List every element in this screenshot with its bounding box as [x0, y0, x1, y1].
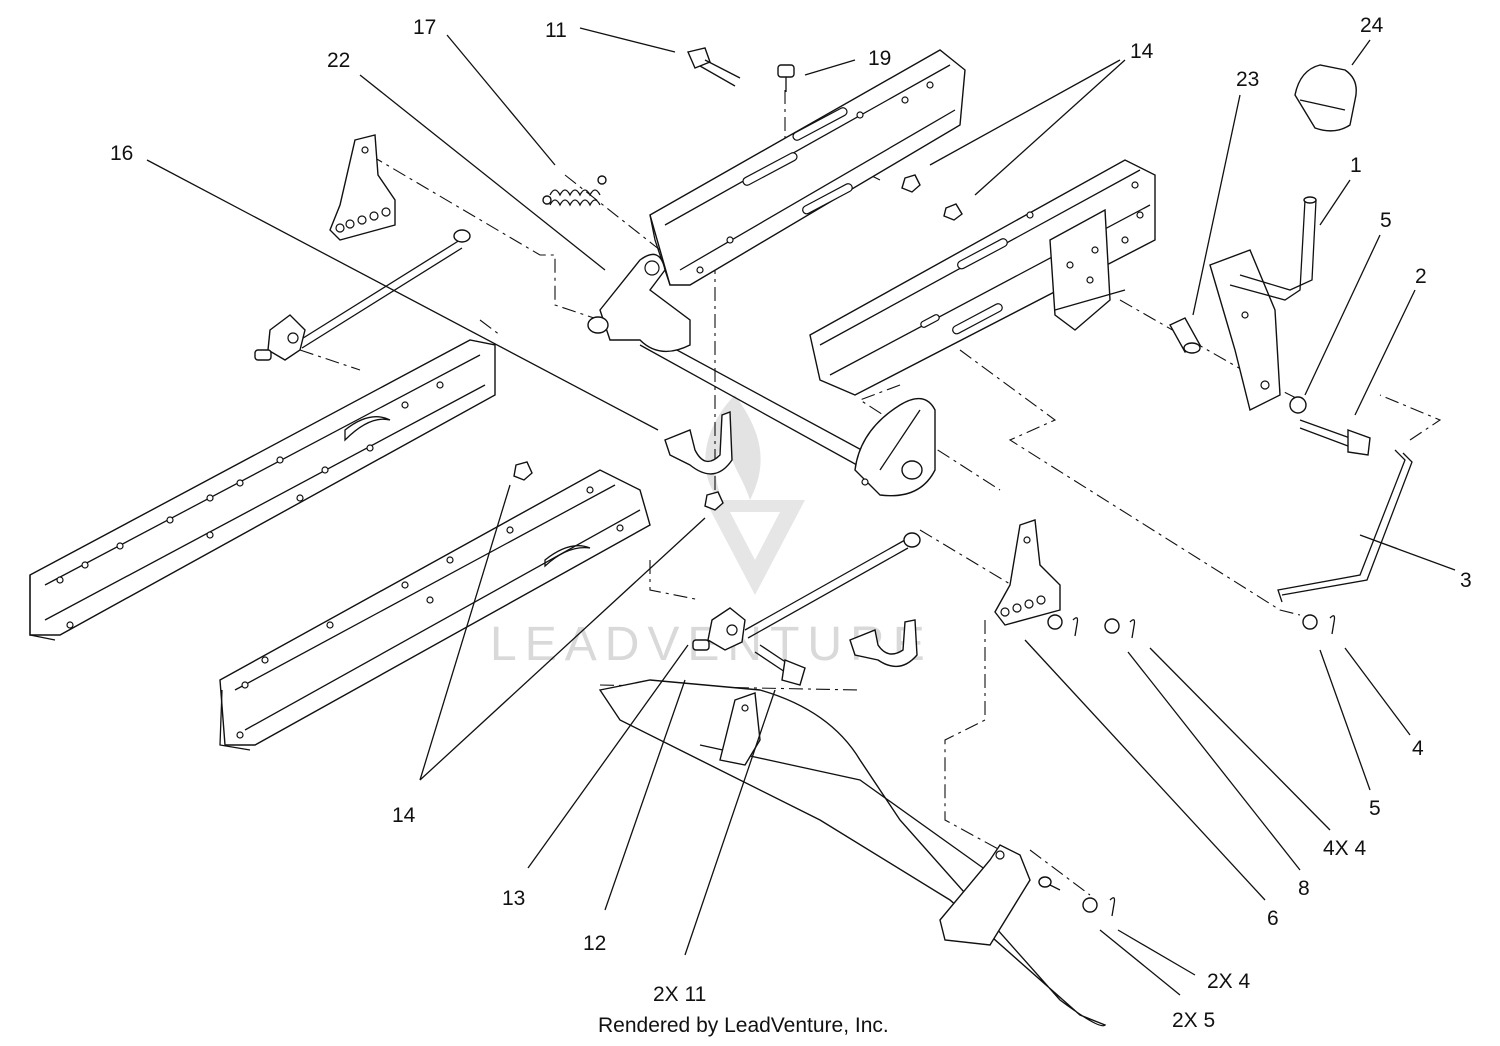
callout-2x5: 2X 5 [1172, 1009, 1215, 1032]
carriage-bolt-19 [777, 64, 795, 92]
callout-16: 16 [110, 142, 133, 165]
adjuster-plate-right [994, 519, 1061, 626]
callout-8: 8 [1298, 877, 1310, 900]
callout-24: 24 [1360, 14, 1384, 37]
mount-plate [1049, 208, 1126, 331]
trunnion-lower [692, 607, 746, 651]
assembly-centerlines [299, 90, 1442, 896]
callout-14-top: 14 [1130, 40, 1154, 63]
callout-2: 2 [1415, 265, 1427, 288]
adjuster-rod-lower [744, 532, 921, 639]
lift-link-rod [1277, 449, 1413, 603]
clamp-bracket-lower [849, 619, 918, 668]
cam-plate [854, 397, 936, 497]
flame-logo-icon [705, 395, 761, 505]
adjuster-plate-upper-left [329, 134, 396, 241]
v-logo-icon [705, 500, 805, 595]
callout-19: 19 [868, 47, 891, 70]
callout-1: 1 [1350, 154, 1362, 177]
spacer-bushing [1169, 317, 1201, 354]
trunnion-upper [254, 314, 306, 361]
callout-5-top: 5 [1380, 209, 1392, 232]
hex-bolt-2 [1299, 419, 1371, 456]
callout-5-mid: 5 [1369, 797, 1381, 820]
frame-rail-left [29, 339, 496, 641]
callout-4x4: 4X 4 [1323, 837, 1367, 860]
callout-12: 12 [583, 932, 606, 955]
callout-17: 17 [413, 16, 436, 39]
callout-2x11: 2X 11 [653, 983, 706, 1006]
handle-knob [1294, 64, 1357, 132]
hex-bolt-11-top [687, 47, 741, 87]
leader-lines [146, 27, 1456, 996]
callout-23: 23 [1236, 68, 1259, 91]
frame-rail-center [219, 469, 651, 751]
callout-14-bottom: 14 [392, 804, 416, 827]
washers-and-clips [1047, 614, 1336, 917]
callouts: 17 11 19 22 14 24 23 16 1 5 2 3 4 5 4X 4… [110, 14, 1472, 1032]
callout-6: 6 [1267, 907, 1279, 930]
callout-11-top: 11 [545, 19, 567, 42]
pivot-bracket [587, 253, 691, 353]
clamp-bracket-upper [664, 411, 733, 475]
cross-channel-upper [649, 49, 966, 286]
callout-3: 3 [1460, 569, 1472, 592]
hex-nuts [513, 174, 963, 511]
hex-bolt-11-lower [754, 644, 806, 686]
lift-handle [1209, 196, 1317, 412]
callout-2x4: 2X 4 [1207, 970, 1251, 993]
render-credit: Rendered by LeadVenture, Inc. [598, 1014, 889, 1037]
cross-shaft [639, 329, 881, 476]
extension-spring-17 [542, 175, 607, 207]
washer-5-top [1289, 396, 1307, 414]
adjuster-rod-upper [299, 229, 471, 349]
callout-4: 4 [1412, 737, 1424, 760]
callout-13: 13 [502, 887, 525, 910]
callout-22: 22 [327, 49, 350, 72]
deck-lift-arm [598, 679, 1107, 1027]
